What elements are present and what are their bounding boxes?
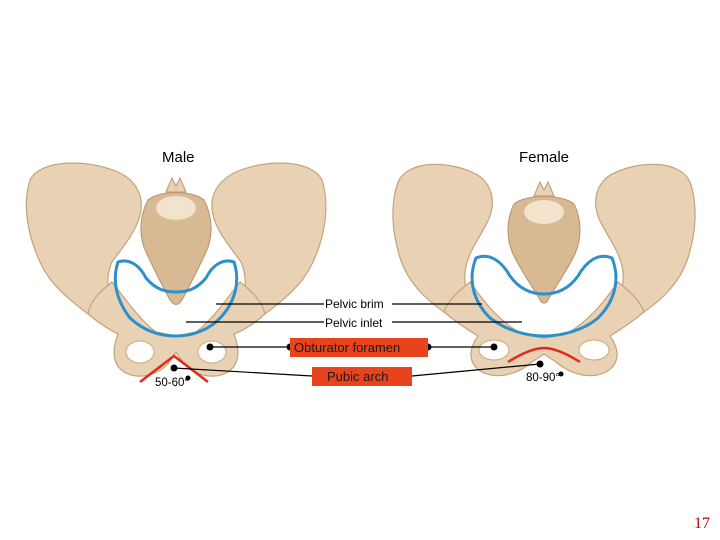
obturator-foramen-label: Obturator foramen <box>294 340 400 355</box>
pubic-arch-leader-dot-male <box>171 365 178 372</box>
male-vertebral-process <box>166 178 186 192</box>
pelvic-brim-label: Pelvic brim <box>325 297 384 311</box>
male-vertebral-body <box>156 196 196 220</box>
female-vertebral-process <box>534 182 554 196</box>
page-number: 17 <box>694 515 710 532</box>
male-pelvis <box>26 163 326 382</box>
female-title: Female <box>519 149 569 166</box>
obturator-leader-dot-female <box>491 344 498 351</box>
male-pubic-angle-label: 50-60° <box>155 377 189 389</box>
female-pelvis <box>393 164 695 375</box>
male-left-obturator-foramen <box>126 341 154 363</box>
pubic-arch-leader-dot-female <box>537 361 544 368</box>
obturator-leader-dot-male <box>207 344 214 351</box>
pubic-arch-label: Pubic arch <box>327 369 388 384</box>
female-vertebral-body <box>524 200 564 224</box>
female-pubic-angle-label: 80-90° <box>526 372 560 384</box>
male-title: Male <box>162 149 195 166</box>
female-right-obturator-foramen <box>579 340 609 360</box>
pelvic-inlet-label: Pelvic inlet <box>325 316 383 330</box>
